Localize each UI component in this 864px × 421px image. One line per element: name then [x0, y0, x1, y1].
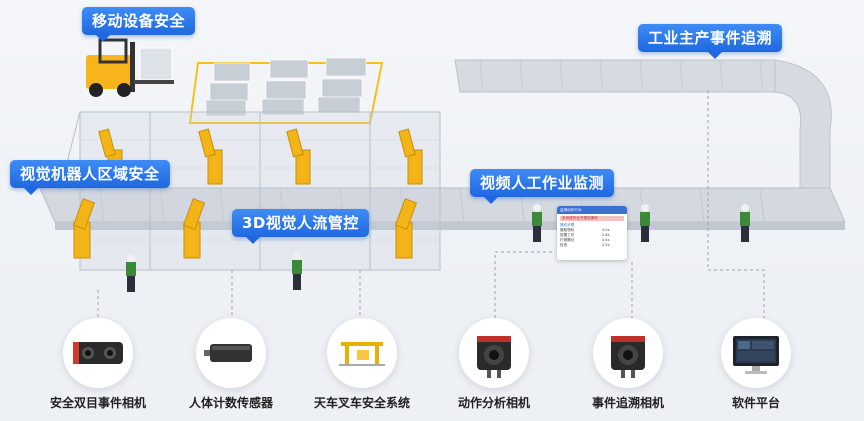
- device-label: 人体计数传感器: [188, 396, 273, 410]
- callout-vision-robot-zone-safety: 视觉机器人区域安全: [10, 160, 170, 195]
- step-time: 3.0s: [601, 228, 610, 232]
- device-label: 软件平台: [731, 396, 780, 410]
- conveyor-upper: [454, 59, 832, 191]
- crane-forklift-system-icon: [339, 342, 385, 366]
- callout-industrial-event-traceability: 工业主产事件追溯: [638, 24, 783, 59]
- device-software-platform: 软件平台: [706, 318, 806, 411]
- event-trace-camera-icon: [611, 336, 645, 378]
- workers: [126, 204, 750, 292]
- robot-arms: [72, 128, 423, 259]
- device-stereo-camera: 安全双目事件相机: [48, 318, 148, 411]
- people-counter-sensor-icon: [204, 344, 252, 362]
- step-time: 2.5s: [601, 243, 610, 247]
- connector-lines: [97, 90, 765, 318]
- table-row: 搬取物料 3.0s: [560, 228, 624, 233]
- step-name: 拧紧螺丝: [560, 238, 575, 242]
- step-name: 搬取物料: [560, 228, 575, 232]
- callout-video-manual-work-monitoring: 视频人工作业监测: [470, 169, 615, 204]
- table-row: 放置工件 2.8s: [560, 233, 624, 238]
- callout-3d-vision-people-flow: 3D视觉人流管控: [232, 209, 369, 244]
- panel-steps-table: 搬取物料 3.0s 放置工件 2.8s 拧紧螺丝 3.4s 检查 2.5s: [560, 228, 624, 248]
- device-event-trace-camera: 事件追溯相机: [578, 318, 678, 411]
- device-label: 安全双目事件相机: [49, 396, 146, 410]
- software-platform-monitor-icon: [733, 336, 779, 374]
- device-crane-forklift-system: 天车叉车安全系统: [312, 318, 412, 411]
- device-label: 天车叉车安全系统: [313, 396, 410, 410]
- device-people-counter: 人体计数传感器: [181, 318, 281, 411]
- panel-title: 监测动作行为: [557, 206, 627, 214]
- action-monitoring-panel: 监测动作行为 未完成作业不规范操作 操作步骤 搬取物料 3.0s 放置工件 2.8s…: [557, 206, 627, 260]
- device-label: 动作分析相机: [457, 396, 530, 410]
- panel-subtitle: 操作步骤: [560, 223, 575, 227]
- forklift: [86, 38, 174, 97]
- device-label: 事件追溯相机: [591, 396, 664, 410]
- safety-fence: [59, 111, 441, 271]
- table-row: 检查 2.5s: [560, 243, 624, 248]
- action-analysis-camera-icon: [477, 336, 511, 378]
- table-row: 拧紧螺丝 3.4s: [560, 238, 624, 243]
- panel-alert: 未完成作业不规范操作: [560, 216, 624, 221]
- stereo-camera-icon: [73, 342, 123, 364]
- step-name: 检查: [560, 243, 568, 247]
- step-name: 放置工件: [560, 233, 575, 237]
- callout-mobile-equipment-safety: 移动设备安全: [82, 7, 196, 42]
- step-time: 3.4s: [601, 238, 610, 242]
- device-action-analysis-camera: 动作分析相机: [444, 318, 544, 411]
- step-time: 2.8s: [601, 233, 610, 237]
